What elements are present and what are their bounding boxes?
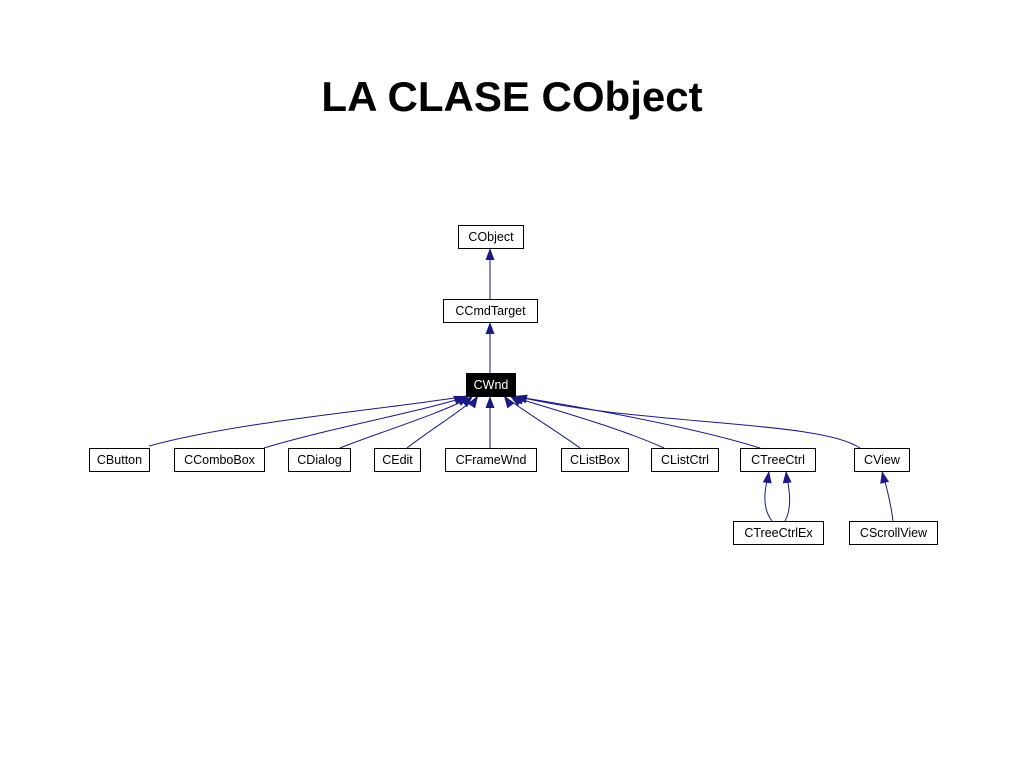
class-node-label: CWnd [474,378,509,392]
class-node-ctreectrlex: CTreeCtrlEx [733,521,824,545]
class-node-label: CEdit [382,453,413,467]
class-node-label: CCmdTarget [455,304,526,318]
arrowhead-icon [762,471,772,484]
class-node-clistctrl: CListCtrl [651,448,719,472]
class-node-box [458,225,524,249]
class-node-label: CListCtrl [661,453,709,467]
class-node-clistbox: CListBox [561,448,629,472]
class-node-box [374,448,421,472]
class-node-box [561,448,629,472]
class-node-cdialog: CDialog [288,448,351,472]
arrowhead-icon [485,396,495,408]
class-node-box [854,448,910,472]
class-node-box [466,373,516,397]
class-node-label: CButton [97,453,142,467]
edge-cview-to-cwnd [514,395,861,449]
class-node-label: CTreeCtrlEx [744,526,813,540]
class-node-label: CFrameWnd [456,453,527,467]
class-node-label: CListBox [570,453,621,467]
arrowhead-icon [461,396,473,408]
arrowhead-icon [467,396,478,409]
class-node-ctreectrl: CTreeCtrl [740,448,816,472]
edge-clistbox-to-cwnd [503,395,581,449]
class-node-ccombobox: CComboBox [174,448,265,472]
class-node-cscrollview: CScrollView [849,521,938,545]
class-node-box [288,448,351,472]
class-node-cbutton: CButton [89,448,150,472]
arrowhead-icon [485,248,495,260]
class-node-label: CObject [468,230,514,244]
edge-ccombobox-to-cwnd [263,395,470,449]
class-node-label: CTreeCtrl [751,453,805,467]
class-node-label: CDialog [297,453,342,467]
arrowhead-icon [504,396,515,409]
class-node-cwnd: CWnd [466,373,516,397]
arrowhead-icon [515,394,528,404]
class-node-box [849,521,938,545]
class-node-box [174,448,265,472]
edge-cdialog-to-cwnd [339,395,474,449]
class-node-label: CComboBox [184,453,256,467]
edges-layer [148,248,894,522]
edge-clistctrl-to-cwnd [509,395,665,449]
class-node-cview: CView [854,448,910,472]
arrowhead-icon [782,471,792,484]
class-node-box [651,448,719,472]
class-node-cedit: CEdit [374,448,421,472]
class-node-label: CScrollView [860,526,928,540]
class-node-box [445,448,537,472]
class-node-cframewnd: CFrameWnd [445,448,537,472]
class-node-box [740,448,816,472]
class-node-label: CView [864,453,901,467]
class-node-box [89,448,150,472]
class-node-box [443,299,538,323]
arrowhead-icon [880,471,890,484]
arrowhead-icon [485,322,495,334]
edge-cbutton-to-cwnd [148,395,467,447]
class-node-ccmdtarget: CCmdTarget [443,299,538,323]
class-node-cobject: CObject [458,225,524,249]
class-node-box [733,521,824,545]
slide-title: LA CLASE CObject [321,73,703,120]
edge-ctreectrl-to-cwnd [511,395,761,449]
